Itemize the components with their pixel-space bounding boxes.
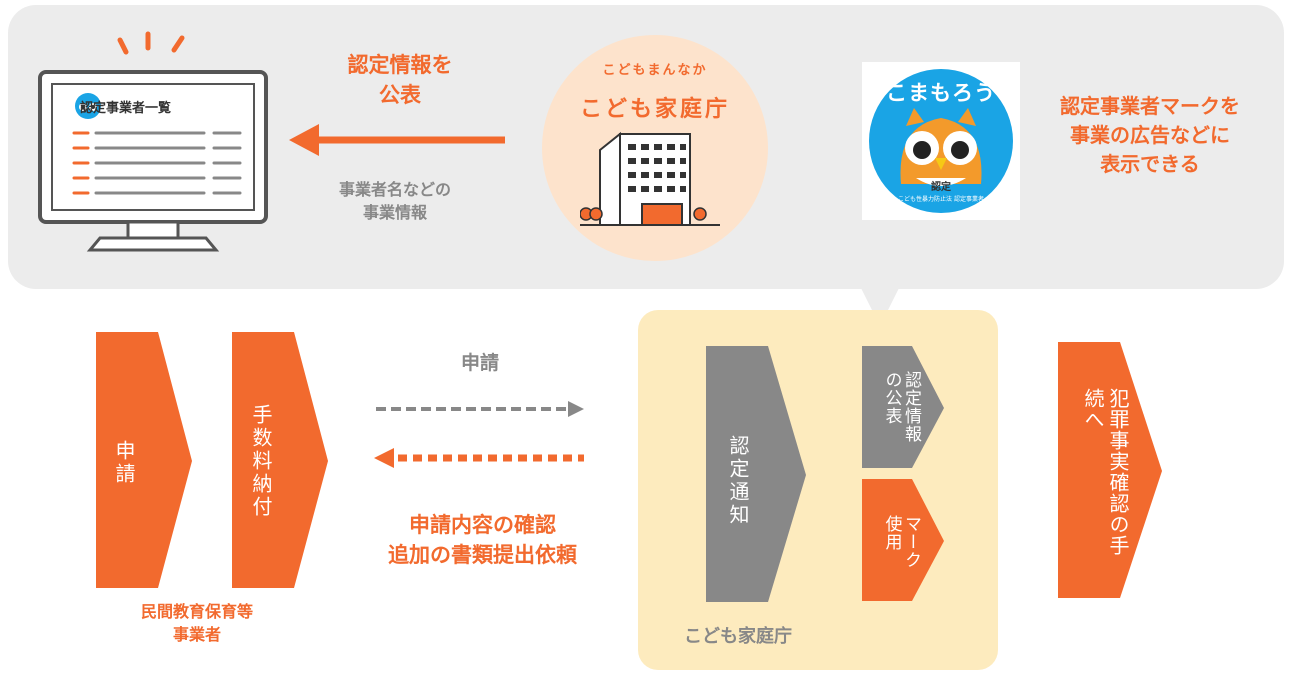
agency-box [638,310,998,670]
mark-subtitle: こども性暴力防止法 認定事業者 [898,196,984,203]
cert-notice: 認定通知 [726,435,750,527]
building-icon [580,131,720,226]
crime-check: 犯罪事実確認の手続へ [1081,388,1130,556]
cert-notice-arrow [706,346,806,602]
komamorou-mark-logo [869,69,1013,213]
crime-check-arrow [1058,342,1162,598]
check-label: 申請内容の確認 追加の書類提出依頼 [388,513,577,568]
publish-arrow [289,124,505,156]
monitor-title: 認定事業者一覧 [80,101,172,116]
agency-tagline: こどもまんなか [602,63,708,78]
monitor-illustration [38,31,268,252]
agency-name: こども家庭庁 [579,97,730,122]
operator-label: 民間教育保育等 事業者 [140,602,253,645]
business-info-label: 事業者名などの 事業情報 [338,180,451,223]
apply-dashed-arrow [376,401,584,417]
step-fee-arrow [232,332,328,588]
apply-arrow-label: 申請 [460,352,499,374]
mark-use: マーク使用 [881,515,921,569]
mark-use-arrow [862,479,944,601]
step-fee: 手数料納付 [249,404,273,519]
mark-title: こまもろう [886,81,996,105]
mark-usage-label: 認定事業者マークを 事業の広告などに 表示できる [1060,94,1240,176]
agency-label: こども家庭庁 [684,626,792,647]
step-apply-arrow [96,332,192,588]
mark-badge: 認定 [931,182,951,193]
publish-info-arrow [862,346,944,468]
speech-bubble-tail [858,282,902,326]
publish-label: 認定情報を 公表 [347,53,453,108]
step-apply: 申請 [112,440,136,486]
publish-info: 認定情報の公表 [881,371,921,443]
attention-marks [117,31,185,55]
check-dashed-arrow [374,448,584,468]
